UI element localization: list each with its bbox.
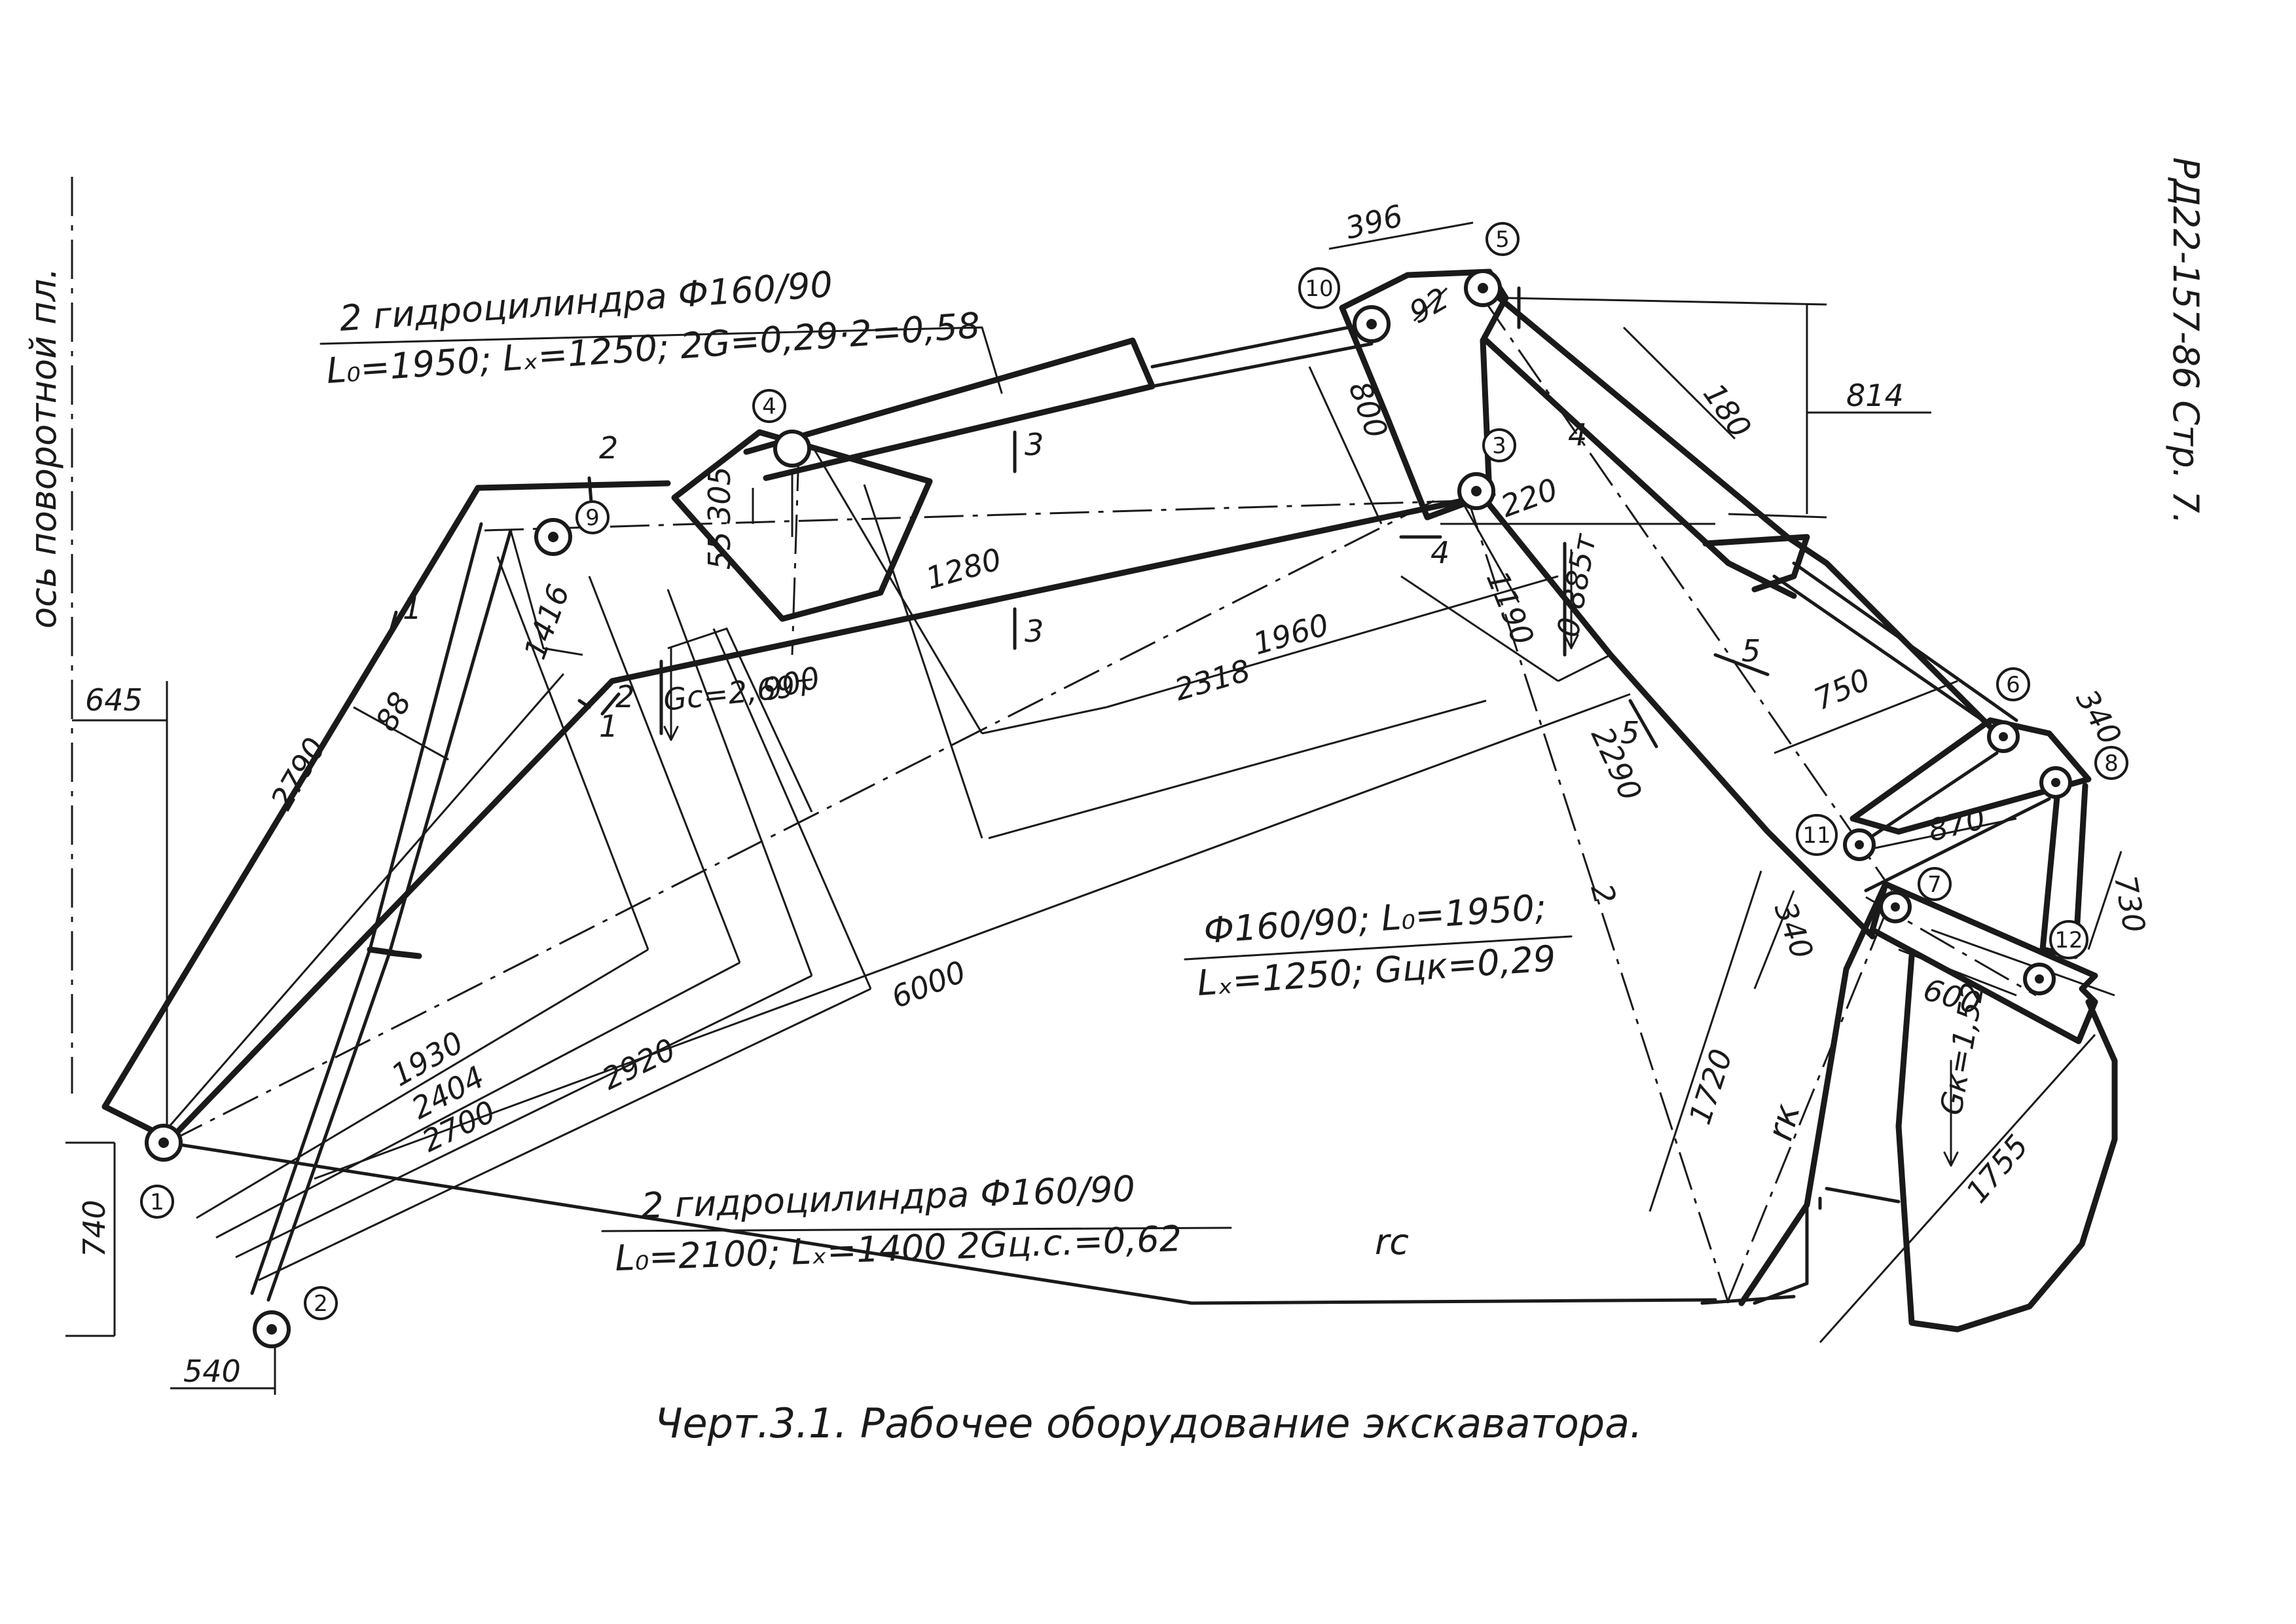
dim-1755: 1755 [1959, 1128, 2035, 1209]
dim-800: 800 [1342, 377, 1395, 443]
dim-2920: 2920 [596, 1031, 681, 1097]
dim-2: 2 [1584, 880, 1623, 908]
svg-text:7: 7 [1927, 872, 1942, 898]
node-pin-10 [1353, 305, 1391, 343]
node-tag-8: 8 [2094, 746, 2128, 780]
svg-text:12: 12 [2054, 927, 2083, 953]
stick-cylinder-note-rule [319, 326, 1003, 394]
bucket-cylinder-note-rule [1184, 935, 1573, 961]
dim-540: 540 [183, 1354, 241, 1389]
svg-text:3: 3 [1492, 433, 1506, 459]
bucket [1700, 881, 2118, 1333]
node-pin-2 [253, 1310, 291, 1348]
node-pin-6 [1987, 720, 2020, 753]
section-2-top: 2 [599, 430, 618, 466]
dim-1416: 1416 [517, 580, 577, 663]
section-3-top: 3 [1025, 427, 1044, 462]
section-5-bottom: 5 [1620, 715, 1639, 750]
section-2-bottom: 2 [615, 679, 634, 714]
bucket-cylinder [1702, 534, 2018, 732]
svg-text:11: 11 [1802, 822, 1831, 849]
stick-head-plate [1339, 268, 1509, 521]
boom-cylinder-note-rule [601, 1227, 1232, 1232]
node-pin-3 [1457, 472, 1495, 510]
dim-814: 814 [1846, 378, 1904, 413]
node-pin-9 [534, 518, 572, 556]
node-pin-12 [2023, 963, 2056, 995]
stick-weight-arrow [1563, 549, 1579, 650]
node-pin-1 [145, 1124, 183, 1162]
stick-cylinder [743, 322, 1374, 481]
boom-cylinder-note-line1: 2 гидроцилиндра Ф160/90 [640, 1168, 1135, 1227]
svg-text:2: 2 [314, 1291, 328, 1317]
dim-220: 220 [1496, 471, 1562, 525]
dim-2318: 2318 [1171, 652, 1254, 707]
bucket-weight-arrow [1943, 1060, 1959, 1167]
section-4-bottom: 4 [1430, 535, 1449, 570]
stick-weight-label: 0,885т [1550, 530, 1603, 640]
dim-340-bottom: 340 [1768, 897, 1821, 963]
dim-1280: 1280 [922, 541, 1005, 596]
node-tag-7: 7 [1918, 867, 1952, 901]
figure-caption: Черт.3.1. Рабочее оборудование экскавато… [655, 1399, 1643, 1447]
node-pin-4 [773, 430, 811, 468]
dim-2790: 2790 [264, 731, 333, 815]
svg-text:1: 1 [150, 1189, 164, 1215]
node-tag-10: 10 [1298, 267, 1340, 309]
node-tag-12: 12 [2049, 920, 2088, 959]
section-1-bottom: 1 [599, 709, 618, 744]
radius-c-label: rс [1375, 1221, 1409, 1263]
node-pin-8 [2039, 766, 2072, 799]
boom-outline [101, 480, 1496, 1143]
node-tag-3: 3 [1482, 428, 1516, 462]
svg-text:4: 4 [762, 394, 776, 420]
section-5-top: 5 [1741, 633, 1760, 669]
boom-weight-arrow [663, 647, 679, 741]
dim-730: 730 [2107, 873, 2152, 936]
node-tag-6: 6 [1996, 667, 2030, 701]
node-tag-5: 5 [1485, 222, 1520, 256]
svg-text:10: 10 [1305, 276, 1333, 302]
dim-1190: 1190 [1480, 566, 1541, 650]
svg-text:8: 8 [2104, 750, 2119, 777]
section-1-top: 1 [403, 591, 422, 626]
document-code: РД22-157-86 Стр. 7. [2165, 157, 2206, 525]
node-pin-7 [1879, 891, 1912, 923]
node-tag-2: 2 [304, 1286, 338, 1320]
node-tag-1: 1 [140, 1185, 174, 1219]
node-pin-5 [1464, 269, 1502, 307]
dim-750: 750 [1809, 661, 1876, 717]
dim-340-top: 340 [2069, 684, 2128, 751]
dim-88: 88 [369, 686, 418, 737]
dimension-lines [65, 221, 2123, 1395]
section-4-top: 4 [1568, 417, 1587, 452]
svg-text:9: 9 [585, 505, 600, 531]
boom-cylinder [250, 522, 513, 1302]
dim-305: 305 [702, 466, 737, 524]
stick-plate [671, 429, 933, 622]
node-tag-4: 4 [752, 389, 786, 423]
node-tag-11: 11 [1796, 814, 1838, 856]
dim-55: 55 [702, 531, 737, 570]
dim-396: 396 [1342, 198, 1406, 246]
dim-870: 870 [1925, 800, 1989, 849]
svg-text:5: 5 [1495, 227, 1510, 253]
radius-k-label: rк [1759, 1099, 1808, 1145]
svg-text:6: 6 [2006, 672, 2020, 698]
section-3-bottom: 3 [1025, 614, 1044, 649]
axis-lines [71, 177, 2037, 1304]
dim-740: 740 [77, 1200, 112, 1257]
dim-645: 645 [85, 682, 143, 718]
section-cut-marks [388, 286, 1770, 748]
rotation-axis-label: ось поворотной пл. [23, 268, 64, 629]
node-pin-11 [1843, 828, 1876, 861]
node-tag-9: 9 [575, 500, 610, 534]
